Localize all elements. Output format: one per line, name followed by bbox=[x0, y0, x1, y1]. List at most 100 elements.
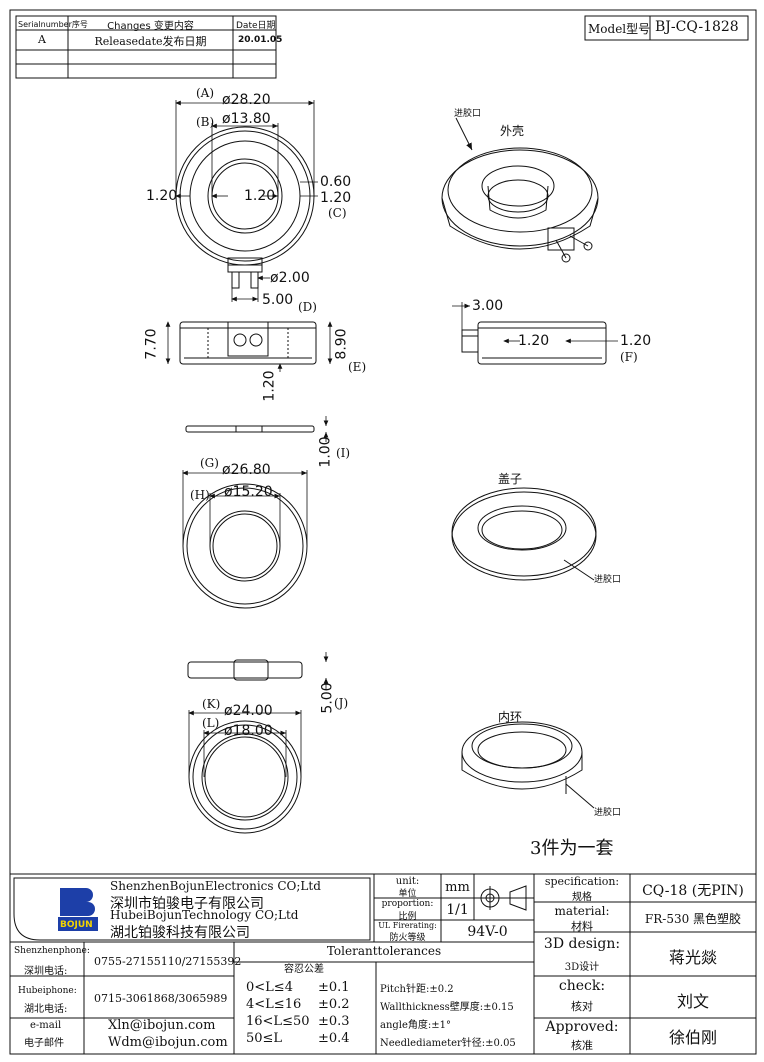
dim-d-b: 1.20 bbox=[261, 370, 278, 402]
design-label: 3D design: bbox=[543, 936, 621, 952]
shell-label: 外壳 bbox=[500, 124, 525, 138]
tolerance-title-cn: 容忍公差 bbox=[284, 964, 324, 975]
tol-note-1: Pitch针距:±0.2 bbox=[380, 984, 454, 995]
model-value: BJ-CQ-1828 bbox=[655, 19, 739, 35]
ul-label: UL Firerating: bbox=[378, 921, 437, 930]
dim-label-l: (L) bbox=[202, 716, 220, 730]
cover-isometric bbox=[451, 487, 597, 581]
cover-side-view bbox=[185, 425, 315, 433]
gate-leader-3 bbox=[565, 783, 595, 809]
dim-value-g: ø26.80 bbox=[222, 462, 271, 478]
inner-ring-top-dimensions bbox=[188, 710, 302, 777]
dim-label-a: (A) bbox=[196, 86, 215, 100]
gate-label-3: 进胶口 bbox=[594, 808, 622, 818]
ul-value: 94V-0 bbox=[467, 924, 508, 940]
company-cn-2: 湖北铂骏科技有限公司 bbox=[110, 925, 250, 941]
set-note: 3件为一套 bbox=[530, 838, 614, 859]
spec-label: specification: bbox=[544, 875, 620, 888]
dim-label-j: (J) bbox=[334, 696, 349, 710]
dim-value-b: ø13.80 bbox=[222, 111, 271, 127]
dim-f-b: 1.20 bbox=[620, 333, 652, 349]
inner-ring-side-view bbox=[187, 659, 303, 681]
company-frame bbox=[13, 877, 371, 941]
proportion-label: proportion: bbox=[381, 899, 434, 909]
design-label-cn: 3D设计 bbox=[564, 962, 600, 973]
shell-side-view-f bbox=[461, 321, 607, 365]
projection-symbol bbox=[478, 885, 527, 911]
shell-side-f-dimensions bbox=[452, 302, 618, 344]
cover-label: 盖子 bbox=[498, 472, 523, 486]
dim-c2: 1.20 bbox=[320, 190, 352, 206]
tol-value-3: ±0.3 bbox=[318, 1014, 350, 1029]
ul-label-cn: 防火等级 bbox=[389, 933, 426, 943]
rev-row-changes: Releasedate发布日期 bbox=[94, 35, 207, 48]
tol-range-2: 4<L≤16 bbox=[246, 997, 302, 1012]
shell-isometric bbox=[441, 147, 599, 263]
tol-value-2: ±0.2 bbox=[318, 997, 350, 1012]
email-label-cn: 电子邮件 bbox=[24, 1038, 64, 1049]
approved-value: 徐伯刚 bbox=[668, 1028, 717, 1047]
material-value: FR-530 黑色塑胶 bbox=[644, 912, 742, 926]
hb-phone-value: 0715-3061868/3065989 bbox=[94, 992, 228, 1005]
revision-table-grid bbox=[15, 15, 277, 79]
unit-value: mm bbox=[445, 880, 470, 895]
dim-pin-d: ø2.00 bbox=[270, 270, 310, 286]
email-label: e-mail bbox=[30, 1020, 62, 1031]
dim-label-c: (C) bbox=[328, 206, 347, 220]
check-label-cn: 核对 bbox=[571, 1000, 593, 1013]
dim-i-h: 1.00 bbox=[317, 436, 334, 468]
tol-note-2: Wallthickness壁厚度:±0.15 bbox=[380, 1002, 514, 1013]
dim-d-h: 7.70 bbox=[143, 328, 160, 360]
inner-ring-isometric bbox=[461, 721, 583, 794]
model-box bbox=[584, 15, 749, 41]
design-value: 蒋光燚 bbox=[668, 948, 717, 967]
sz-phone-value: 0755-27155110/27155392 bbox=[94, 955, 242, 968]
dim-mid-120: 1.20 bbox=[244, 188, 276, 204]
check-value: 刘文 bbox=[676, 992, 709, 1011]
dim-label-k: (K) bbox=[202, 697, 221, 711]
email-2: Wdm@ibojun.com bbox=[108, 1035, 228, 1050]
cover-top-dimensions bbox=[182, 470, 308, 546]
company-cn-1: 深圳市铂骏电子有限公司 bbox=[110, 896, 264, 912]
material-label: material: bbox=[554, 904, 610, 918]
company-en-2: HubeiBojunTechnology CO;Ltd bbox=[110, 908, 299, 922]
unit-label: unit: bbox=[395, 876, 420, 887]
rev-header-changes: Changes 变更内容 bbox=[107, 21, 194, 32]
unit-label-cn: 单位 bbox=[398, 889, 417, 899]
gate-label-2: 进胶口 bbox=[594, 575, 622, 585]
approved-label: Approved: bbox=[545, 1019, 619, 1035]
shell-side-view bbox=[179, 321, 317, 365]
tol-range-3: 16<L≤50 bbox=[246, 1014, 310, 1029]
dim-label-d: (D) bbox=[298, 300, 317, 314]
rev-header-serial: Serialnumber序号 bbox=[18, 20, 88, 29]
proportion-label-cn: 比例 bbox=[398, 912, 417, 922]
proportion-value: 1/1 bbox=[446, 902, 469, 918]
dim-label-h: (H) bbox=[190, 488, 210, 502]
check-label: check: bbox=[558, 978, 606, 994]
dim-label-f: (F) bbox=[620, 350, 638, 364]
dim-f-a: 1.20 bbox=[518, 333, 550, 349]
dim-value-k: ø24.00 bbox=[224, 703, 273, 719]
gate-leader-1 bbox=[455, 117, 473, 151]
tolerance-title: Toleranttolerances bbox=[326, 944, 442, 958]
approved-label-cn: 核准 bbox=[571, 1039, 593, 1052]
gate-label-1: 进胶口 bbox=[454, 109, 482, 119]
company-en-1: ShenzhenBojunElectronics CO;Ltd bbox=[110, 879, 321, 893]
tol-note-3: angle角度:±1° bbox=[380, 1020, 452, 1031]
tol-value-1: ±0.1 bbox=[318, 980, 350, 995]
dim-f-w: 3.00 bbox=[472, 298, 504, 314]
company-logo bbox=[58, 888, 98, 931]
shell-side-dimensions bbox=[165, 321, 333, 372]
model-label: Model型号 bbox=[588, 22, 651, 36]
material-label-cn: 材料 bbox=[571, 920, 593, 933]
shell-top-dimensions bbox=[175, 100, 318, 302]
email-1: Xln@ibojun.com bbox=[108, 1018, 216, 1033]
spec-label-cn: 规格 bbox=[572, 892, 592, 903]
dim-value-a: ø28.20 bbox=[222, 92, 271, 108]
dim-label-e: (E) bbox=[348, 360, 367, 374]
dim-left-120: 1.20 bbox=[146, 188, 178, 204]
gate-leader-2 bbox=[563, 559, 595, 581]
dim-value-l: ø18.00 bbox=[224, 723, 273, 739]
